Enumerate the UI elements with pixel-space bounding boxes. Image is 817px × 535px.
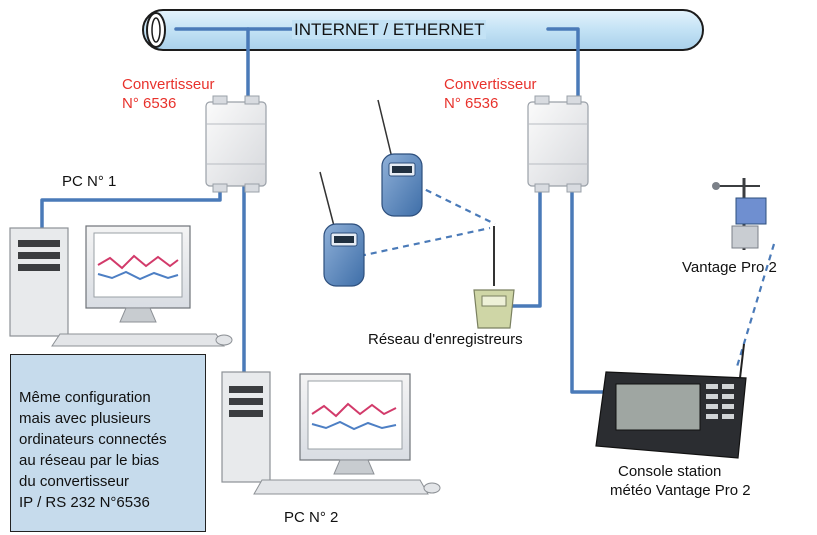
ethernet-cables: [40, 27, 614, 394]
converter-1-title: Convertisseur: [122, 76, 215, 93]
converter-box-1: [205, 95, 267, 193]
console-label-line1: Console station: [618, 463, 722, 480]
ethernet-bus-label: INTERNET / ETHERNET: [292, 20, 487, 39]
converter-box-2: [527, 95, 589, 193]
data-logger-2: [319, 171, 365, 287]
info-box-line: IP / RS 232 N°6536: [19, 494, 150, 511]
converter-2-title: Convertisseur: [444, 76, 537, 93]
weather-sensor-label: Vantage Pro 2: [682, 259, 777, 276]
pc-2-label: PC N° 2: [284, 509, 339, 526]
info-box-line: au réseau par le bias: [19, 452, 160, 469]
info-box-line: du convertisseur: [19, 473, 130, 490]
console-label-line2: météo Vantage Pro 2: [610, 482, 751, 499]
info-box-line: ordinateurs connectés: [19, 431, 167, 448]
info-box-line: mais avec plusieurs: [19, 410, 151, 427]
pc-1-computer: [9, 225, 233, 347]
pc-1-label: PC N° 1: [62, 173, 117, 190]
info-box: Même configuration mais avec plusieurs o…: [10, 354, 206, 532]
weather-sensor-vantage-pro-2: [712, 178, 767, 250]
weather-console: [595, 343, 747, 459]
converter-1-number: N° 6536: [122, 95, 177, 112]
pc-2-computer: [221, 371, 441, 495]
info-box-line: Même configuration: [19, 389, 151, 406]
data-logger-1: [377, 99, 423, 217]
wireless-links: [359, 184, 776, 371]
logger-network-label: Réseau d'enregistreurs: [368, 331, 523, 348]
converter-2-number: N° 6536: [444, 95, 499, 112]
logger-receiver: [473, 226, 515, 329]
